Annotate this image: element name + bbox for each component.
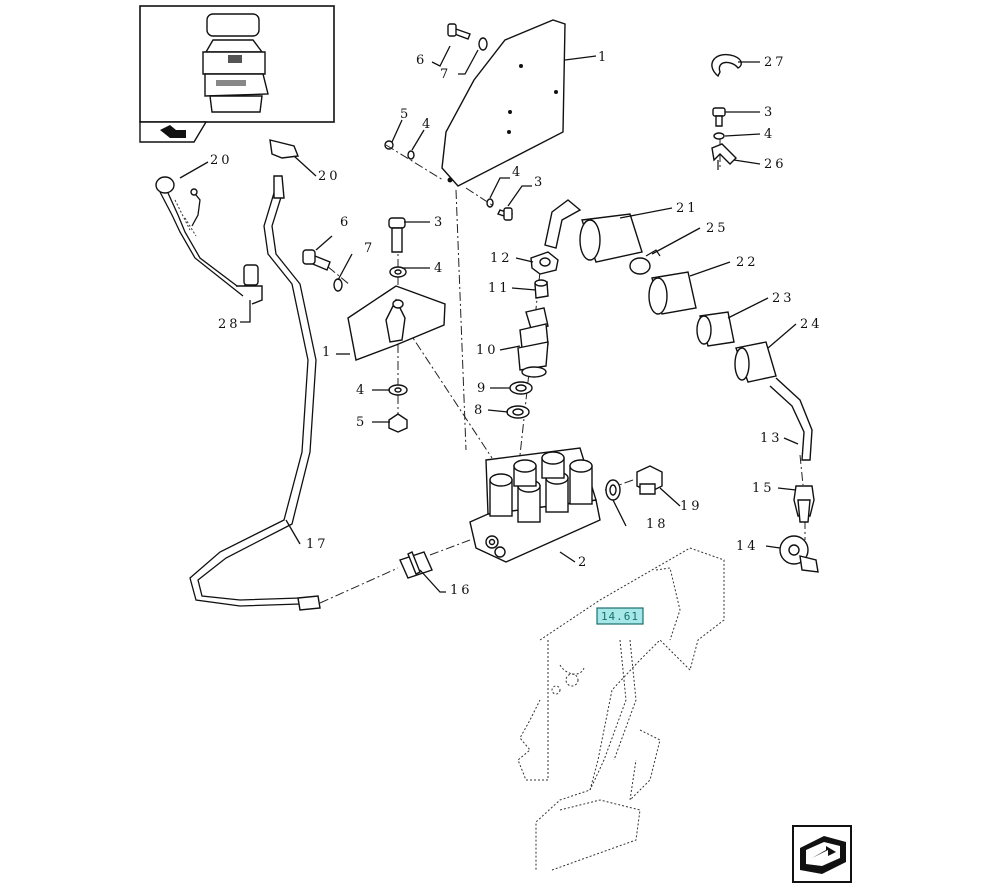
nut-12 xyxy=(530,251,559,275)
callout-2: 2 xyxy=(578,555,589,570)
bolt-6-top xyxy=(447,23,488,51)
callout-5-top: 5 xyxy=(400,107,411,122)
callout-27: 27 xyxy=(764,55,787,70)
callout-4-top: 4 xyxy=(422,117,433,132)
callout-1-top: 1 xyxy=(598,50,609,65)
adapter-10 xyxy=(517,307,549,378)
banjo-14 xyxy=(779,535,819,573)
callout-4-mid: 4 xyxy=(512,165,523,180)
tube-13 xyxy=(769,377,813,461)
callout-3-mid: 3 xyxy=(534,175,545,190)
machine-thumbnail[interactable] xyxy=(139,5,335,143)
leader-lines xyxy=(179,45,799,593)
callout-13: 13 xyxy=(760,431,783,446)
sleeve-11 xyxy=(534,279,549,299)
mounting-plate-top xyxy=(441,19,566,187)
callout-5-lower: 5 xyxy=(356,415,367,430)
callout-26: 26 xyxy=(764,157,787,172)
callout-9: 9 xyxy=(477,381,488,396)
section-reference-tag[interactable]: 14.61 xyxy=(596,607,644,625)
fitting-16 xyxy=(399,551,433,579)
callout-23: 23 xyxy=(772,291,795,306)
callout-19: 19 xyxy=(680,499,703,514)
callout-6-left: 6 xyxy=(340,215,351,230)
chassis-frame xyxy=(517,547,725,871)
callout-10: 10 xyxy=(476,343,499,358)
callout-12: 12 xyxy=(490,251,513,266)
callout-3-right: 3 xyxy=(764,105,775,120)
callout-7-top: 7 xyxy=(440,67,451,82)
section-reference-label: 14.61 xyxy=(601,610,639,623)
sleeve-21 xyxy=(579,213,643,263)
callout-22: 22 xyxy=(736,255,759,270)
callout-1-left: 1 xyxy=(322,345,333,360)
callout-4-right: 4 xyxy=(764,127,775,142)
washer-8 xyxy=(506,405,530,419)
callout-21: 21 xyxy=(676,201,699,216)
hose-17 xyxy=(189,139,321,611)
arrow-back-icon[interactable] xyxy=(160,125,186,138)
washer-18 xyxy=(605,479,621,501)
hose-left-20 xyxy=(155,176,263,305)
arrow-next-page-icon xyxy=(800,836,846,874)
bolt-3-left xyxy=(388,217,407,278)
distribution-block xyxy=(469,447,601,563)
callout-18: 18 xyxy=(646,517,669,532)
clip-27 xyxy=(711,53,742,78)
washer-4-nut-5-left xyxy=(388,384,408,433)
callout-8: 8 xyxy=(474,403,485,418)
callout-labels: 1 6 7 5 4 4 3 3 6 7 4 1 4 5 12 11 10 9 8… xyxy=(210,50,823,598)
callout-4-left: 4 xyxy=(434,261,445,276)
clip-26 xyxy=(711,143,737,170)
clamp-25 xyxy=(629,249,661,275)
plug-19 xyxy=(636,465,663,495)
callout-11: 11 xyxy=(488,281,511,296)
sleeve-22 xyxy=(648,271,697,315)
tube-bend-top xyxy=(544,199,582,249)
washer-9 xyxy=(509,381,533,395)
callout-3-left: 3 xyxy=(434,215,445,230)
bolt-6-left xyxy=(302,249,343,292)
callout-28: 28 xyxy=(218,317,241,332)
sleeve-24 xyxy=(734,341,777,383)
bracket-left xyxy=(347,285,446,361)
callout-7-left: 7 xyxy=(364,241,375,256)
callout-20-right: 20 xyxy=(318,169,341,184)
port-cylinders xyxy=(489,451,593,523)
washer-4-right xyxy=(713,132,725,140)
callout-16: 16 xyxy=(450,583,473,598)
callout-15: 15 xyxy=(752,481,775,496)
callout-6-top: 6 xyxy=(416,53,427,68)
washer-4-bolt-3-right xyxy=(486,198,513,221)
callout-17: 17 xyxy=(306,537,329,552)
fitting-15 xyxy=(793,485,815,523)
callout-20-left: 20 xyxy=(210,153,233,168)
callout-25: 25 xyxy=(706,221,729,236)
nut-5-top xyxy=(384,140,415,160)
next-page-button[interactable] xyxy=(792,825,852,883)
callout-4-lower: 4 xyxy=(356,383,367,398)
screw-3-right xyxy=(712,107,726,127)
machine-thumbnail-icon xyxy=(202,13,269,113)
callout-14: 14 xyxy=(736,539,759,554)
callout-24: 24 xyxy=(800,317,823,332)
sleeve-23 xyxy=(696,311,735,347)
